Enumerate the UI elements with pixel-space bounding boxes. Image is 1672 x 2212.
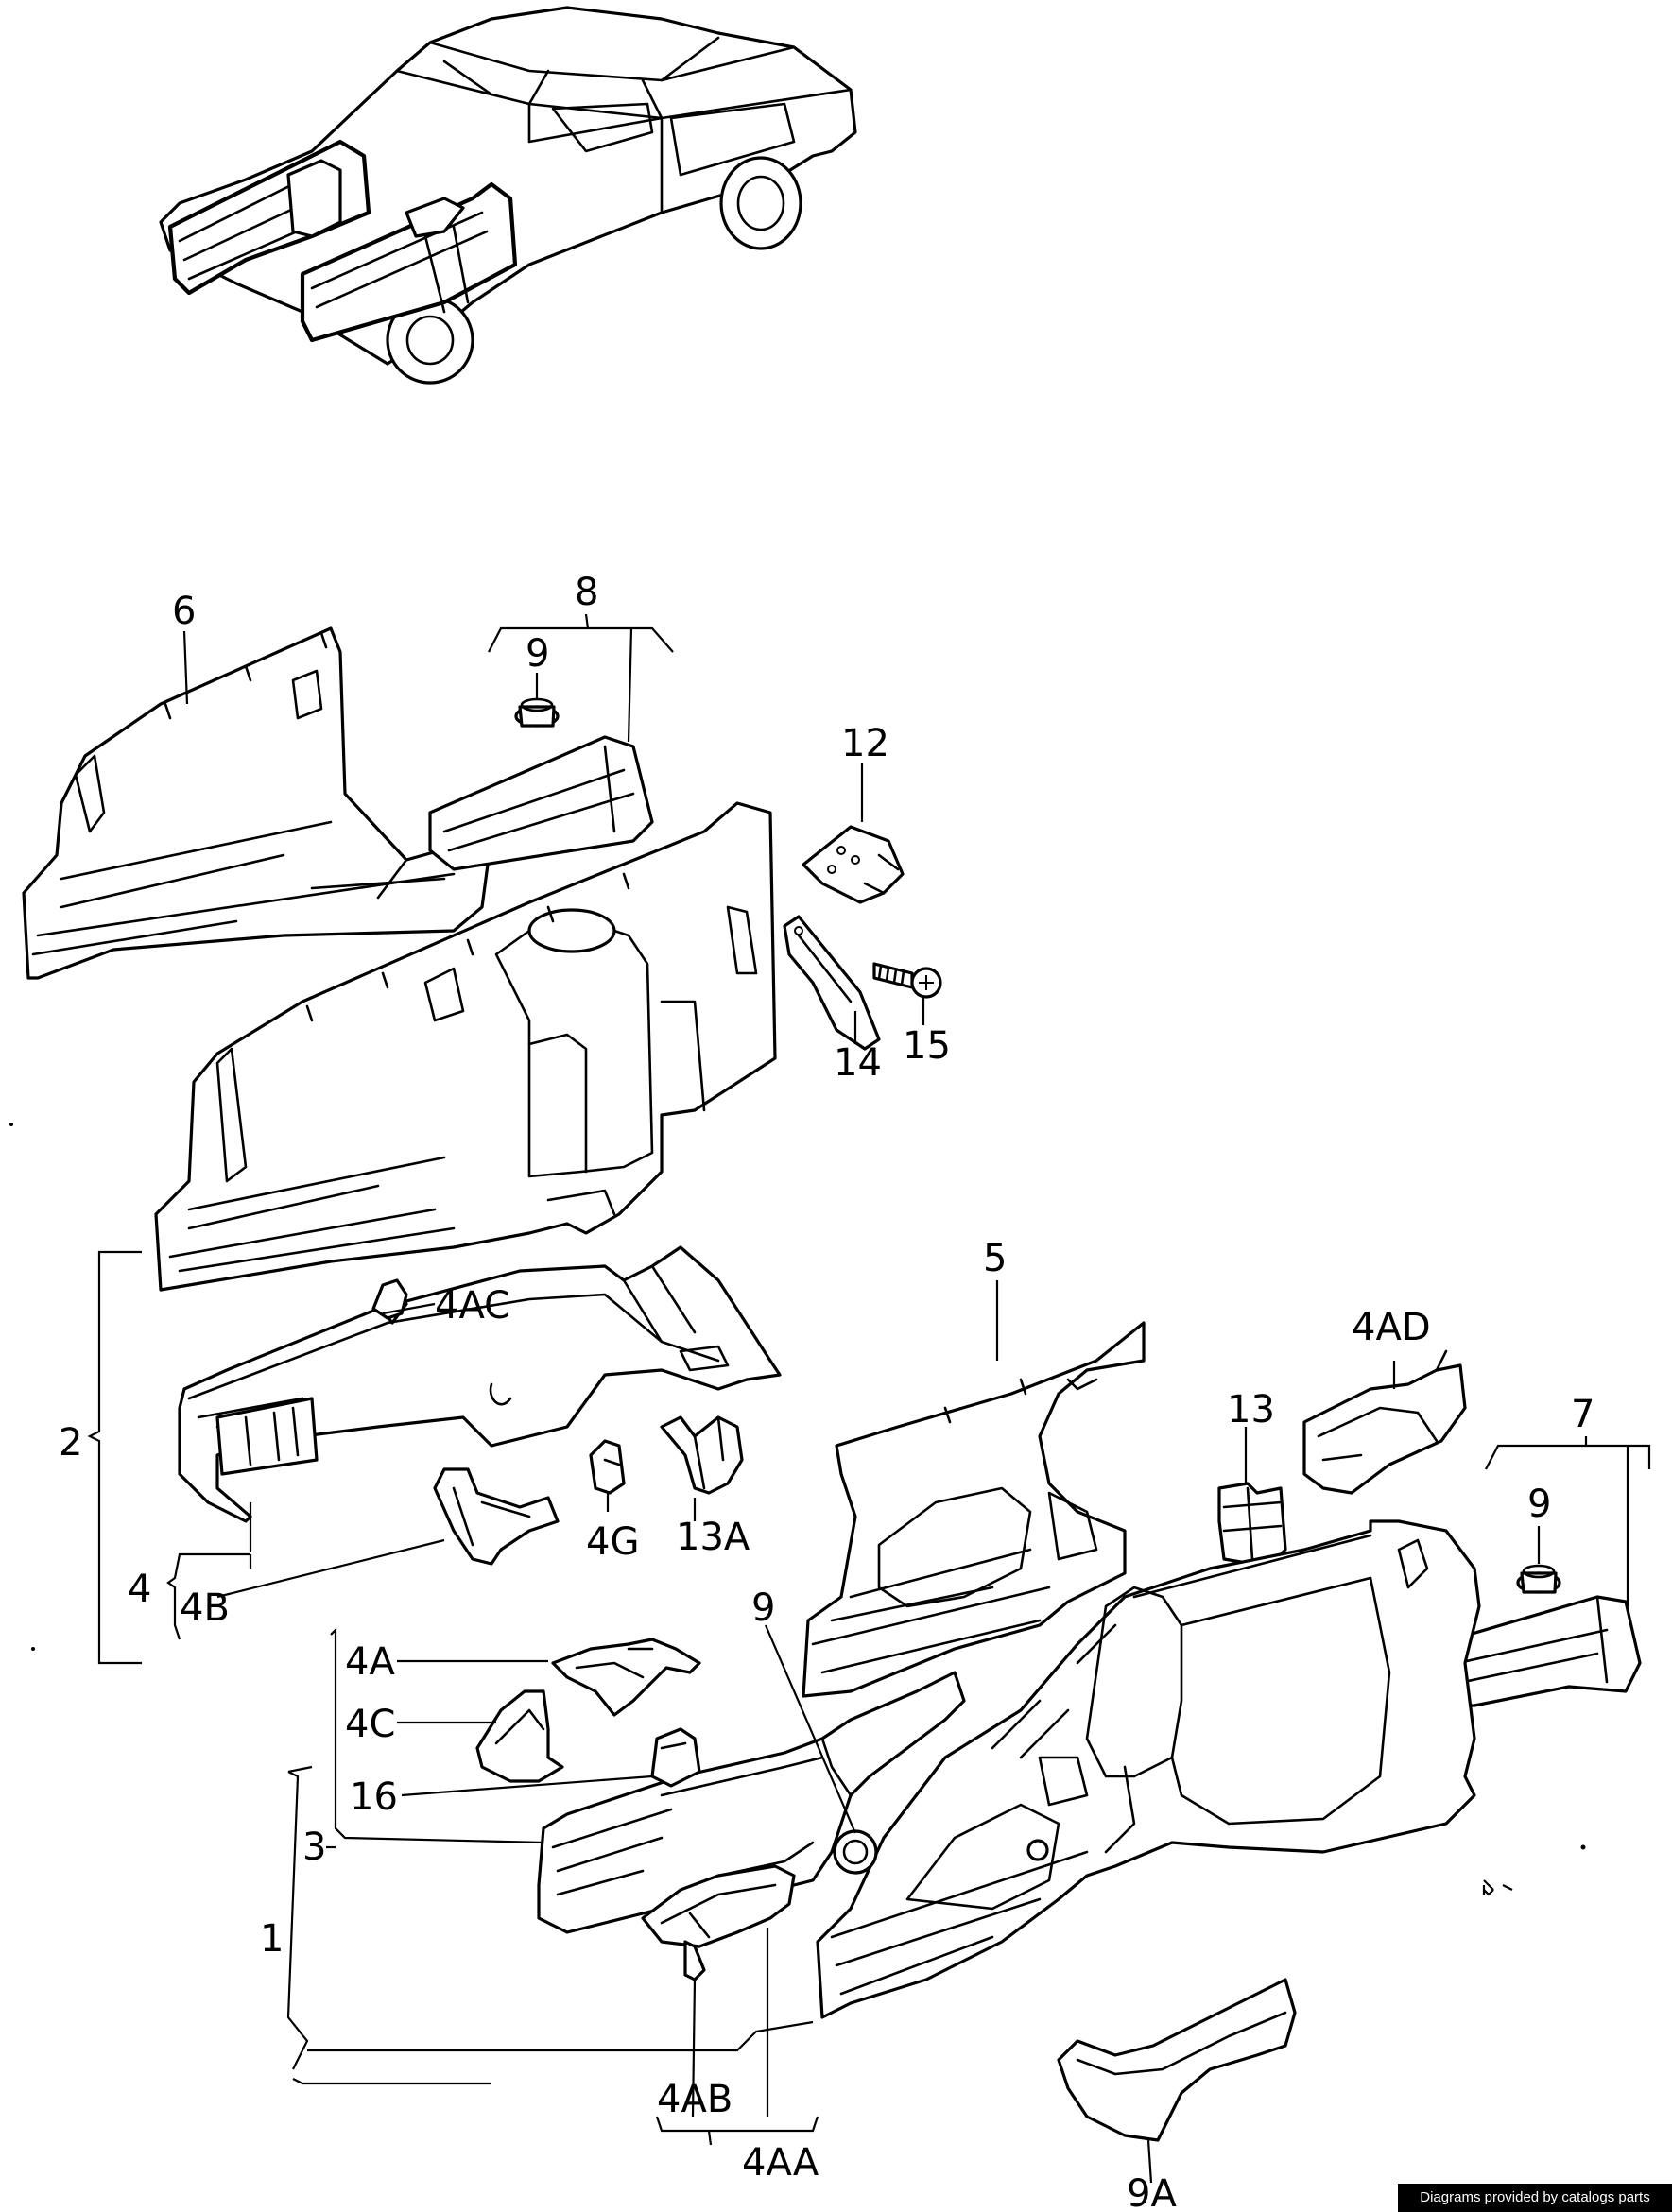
part-4c-bracket <box>475 1689 564 1783</box>
label-8: 8 <box>575 571 598 614</box>
label-14: 14 <box>834 1041 882 1085</box>
label-13: 13 <box>1227 1388 1275 1432</box>
part-9-grommet-a <box>514 697 560 728</box>
label-12: 12 <box>841 722 889 765</box>
part-9-grommet-b <box>1516 1564 1561 1594</box>
label-5: 5 <box>983 1237 1007 1280</box>
label-2: 2 <box>59 1421 82 1465</box>
part-4a-bracket <box>551 1638 701 1717</box>
part-14-bracket <box>783 915 881 1051</box>
label-4g: 4G <box>586 1520 639 1564</box>
part-5-inner-wing-right <box>802 1321 1146 1698</box>
label-4c: 4C <box>345 1703 395 1746</box>
label-4: 4 <box>128 1568 151 1611</box>
part-16-block <box>650 1727 701 1788</box>
part-9a-bracket <box>1057 1978 1297 2142</box>
part-9-grommet-c <box>833 1829 878 1875</box>
part-13-clip <box>1217 1482 1287 1566</box>
label-9-b: 9 <box>1527 1483 1551 1526</box>
scan-dot <box>1580 1844 1586 1850</box>
part-6-inner-wing <box>22 626 493 980</box>
scan-dot <box>9 1123 13 1126</box>
car-overview-illustration <box>159 6 857 385</box>
label-9-c: 9 <box>751 1586 775 1630</box>
label-3: 3 <box>302 1826 326 1869</box>
leader-lines <box>87 613 1651 2184</box>
part-1-main-panel-assembly <box>816 1519 1481 2019</box>
watermark-banner: Diagrams provided by catalogs parts <box>1398 2184 1672 2212</box>
part-4ac-bracket <box>371 1278 408 1320</box>
part-15-screw <box>872 962 942 999</box>
callout-labels: 6 8 9 12 15 14 2 4AC 5 4AD 13 7 9 4 4B 4… <box>59 571 1594 2212</box>
label-13a: 13A <box>676 1516 750 1559</box>
part-4aa-mount-bracket <box>641 1864 796 1981</box>
part-4b-bracket <box>433 1467 560 1566</box>
label-4ab: 4AB <box>657 2078 733 2121</box>
label-9-a: 9 <box>526 632 549 676</box>
part-8-reinforcement <box>428 735 654 871</box>
label-15: 15 <box>903 1024 951 1068</box>
part-2-longitudinal-member <box>178 1245 782 1523</box>
label-4a: 4A <box>345 1640 395 1684</box>
part-4ad-bracket <box>1302 1349 1467 1495</box>
label-4ad: 4AD <box>1352 1306 1431 1349</box>
label-4aa: 4AA <box>742 2141 819 2185</box>
label-4b: 4B <box>180 1586 230 1630</box>
label-1: 1 <box>260 1917 284 1961</box>
main-wheelhouse-panel <box>154 801 777 1292</box>
part-3-frame-rail <box>537 1671 966 1934</box>
label-16: 16 <box>350 1775 398 1819</box>
part-4g-bracket <box>589 1439 626 1495</box>
label-4ac: 4AC <box>435 1284 510 1328</box>
label-9a: 9A <box>1127 2172 1177 2212</box>
part-12-bracket <box>802 825 905 904</box>
scan-dot <box>31 1647 35 1651</box>
label-6: 6 <box>172 590 196 633</box>
part-13a-bracket <box>660 1415 744 1495</box>
label-7: 7 <box>1571 1393 1594 1436</box>
